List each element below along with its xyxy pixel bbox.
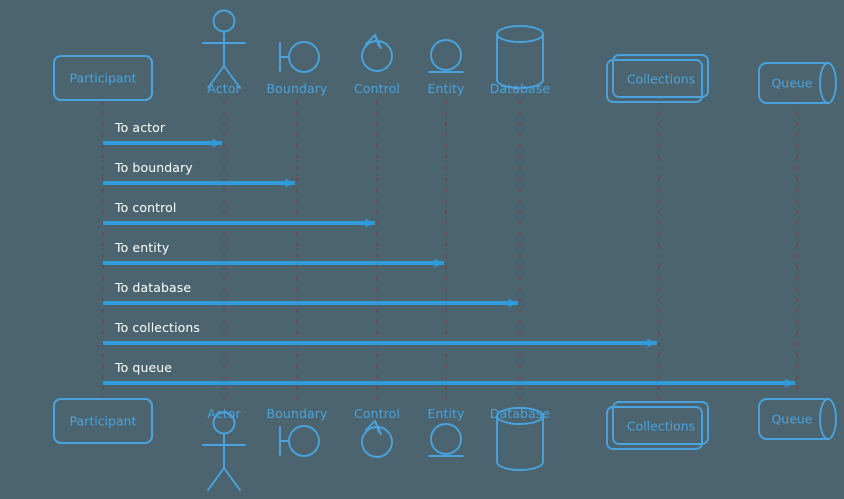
control-circle-icon [361,426,393,458]
messages-group [103,138,796,388]
actor-leg-left-icon [207,467,225,491]
message-label-1: To boundary [115,160,193,175]
lifeline-head-actor-top [202,9,246,89]
lifeline-head-control-top [361,34,393,72]
message-label-0: To actor [115,120,166,135]
lifeline-label-actor-bot: Actor [207,406,241,421]
message-label-6: To queue [115,360,173,375]
message-label-4: To database [115,280,192,295]
actor-leg-right-icon [223,65,241,89]
control-circle-icon [361,40,393,72]
message-label-5: To collections [115,320,201,335]
entity-circle-icon [430,39,462,71]
collections-back-icon [606,59,703,103]
queue-cap-icon [819,398,837,440]
actor-leg-left-icon [207,65,225,89]
lifeline-head-collections-top [606,54,709,103]
database-body-icon [496,33,544,89]
lifeline-head-boundary-bot [279,425,320,457]
lifeline-head-boundary-top [279,41,320,73]
participant-box-icon[interactable] [52,397,154,445]
lifeline-label-boundary-top: Boundary [266,81,328,96]
lifeline-label-database-bot: Database [489,406,551,421]
lifeline-label-participant-bot: Participant [69,413,137,429]
actor-leg-right-icon [223,467,241,491]
lifeline-label-queue-bot: Queue [771,411,813,427]
boundary-circle-icon [288,425,320,457]
lifeline-label-control-bot: Control [354,406,400,421]
control-arrow-head-icon [365,34,380,47]
lifeline-head-queue-bot [758,398,837,440]
collections-front-icon[interactable] [612,54,709,98]
message-label-2: To control [115,200,177,215]
collections-front-icon[interactable] [612,401,709,445]
lifeline-head-queue-top [758,62,837,104]
queue-body-icon[interactable] [758,62,830,104]
lifeline-label-collections-top: Collections [626,71,696,87]
message-label-3: To entity [115,240,170,255]
lifeline-label-entity-bot: Entity [427,406,465,421]
lifeline-head-participant-top [52,54,154,102]
lifeline-label-actor-top: Actor [207,81,241,96]
lifeline-head-entity-bot [428,423,464,457]
lifeline-label-entity-top: Entity [427,81,465,96]
queue-body-icon[interactable] [758,398,830,440]
lifeline-head-actor-bot [202,411,246,491]
lifeline-label-collections-bot: Collections [626,418,696,434]
database-top-icon [496,25,544,43]
lifeline-head-database-top [496,25,544,89]
lifeline-label-boundary-bot: Boundary [266,406,328,421]
control-arrow-head-icon [365,420,380,433]
lifeline-head-database-bot [496,407,544,471]
lifeline-head-entity-top [428,39,464,73]
lifeline-label-database-top: Database [489,81,551,96]
entity-circle-icon [430,423,462,455]
queue-cap-icon [819,62,837,104]
lifeline-icons-group [52,9,837,491]
lifeline-head-participant-bot [52,397,154,445]
lifeline-head-collections-bot [606,401,709,450]
actor-head-icon [212,9,236,33]
lifeline-label-queue-top: Queue [771,75,813,91]
boundary-circle-icon [288,41,320,73]
participant-box-icon[interactable] [52,54,154,102]
lifeline-label-control-top: Control [354,81,400,96]
lifeline-label-participant-top: Participant [69,70,137,86]
database-body-icon [496,415,544,471]
database-top-icon [496,407,544,425]
lifeline-head-control-bot [361,420,393,458]
collections-back-icon [606,406,703,450]
